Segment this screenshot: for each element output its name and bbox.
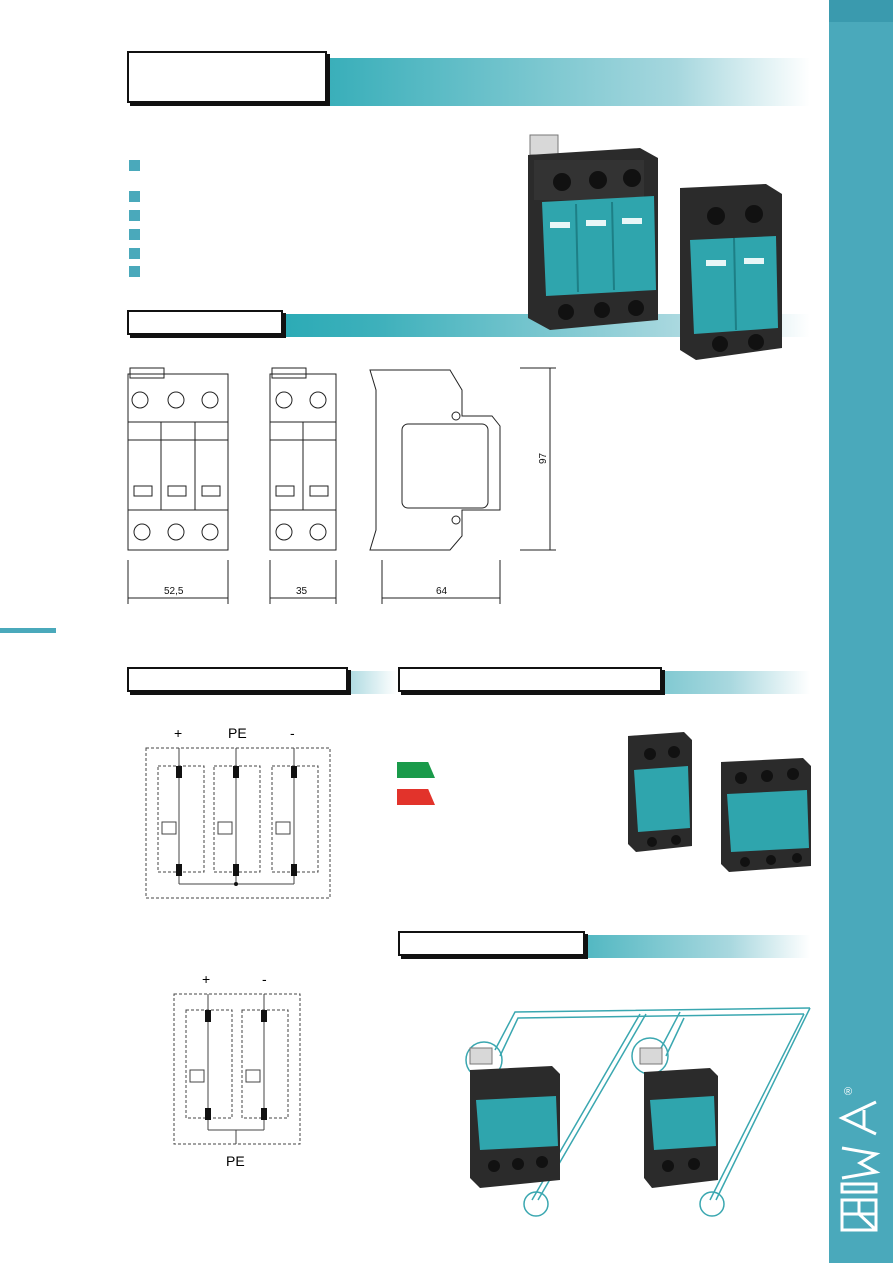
product-photo-2pole xyxy=(680,184,782,360)
installation-diagram xyxy=(465,1007,811,1217)
dim-height: 97 xyxy=(538,452,549,464)
status-photo-2pole xyxy=(628,732,692,852)
feature-bullet xyxy=(129,160,140,171)
wiring-title-box xyxy=(127,667,348,692)
registered-mark: ® xyxy=(844,1086,853,1098)
dim-depth: 64 xyxy=(436,586,448,597)
feature-bullet xyxy=(129,210,140,221)
pole-pe-2p: PE xyxy=(226,1153,245,1169)
header-title-box xyxy=(127,51,327,103)
brand-sidebar xyxy=(829,0,893,1263)
dim-width-2pole: 35 xyxy=(296,586,308,597)
pole-pe: PE xyxy=(228,726,247,741)
kiwa-logo: ® xyxy=(836,1086,886,1236)
installation-title-box xyxy=(398,931,585,956)
status-photo-3pole xyxy=(721,758,811,872)
pole-minus: - xyxy=(290,726,295,741)
schematic-2pole: + - PE xyxy=(173,971,301,1169)
dimension-drawings: 52,5 35 64 97 xyxy=(127,367,556,604)
feature-bullet xyxy=(129,266,140,277)
sidebar-top-strip xyxy=(829,0,893,22)
status-fault-indicator xyxy=(397,789,435,805)
schematic-3pole: + PE - xyxy=(145,726,331,899)
status-ok-indicator xyxy=(397,762,435,778)
dimensions-title-box xyxy=(127,310,283,335)
feature-bullet xyxy=(129,191,140,202)
page-marker xyxy=(0,628,56,633)
feature-bullet xyxy=(129,248,140,259)
status-title-box xyxy=(398,667,662,692)
product-photo-3pole xyxy=(528,134,658,330)
dim-width-3pole: 52,5 xyxy=(164,586,184,597)
pole-minus-2p: - xyxy=(262,971,267,987)
pole-plus: + xyxy=(174,726,182,741)
feature-bullet xyxy=(129,229,140,240)
pole-plus-2p: + xyxy=(202,971,210,987)
